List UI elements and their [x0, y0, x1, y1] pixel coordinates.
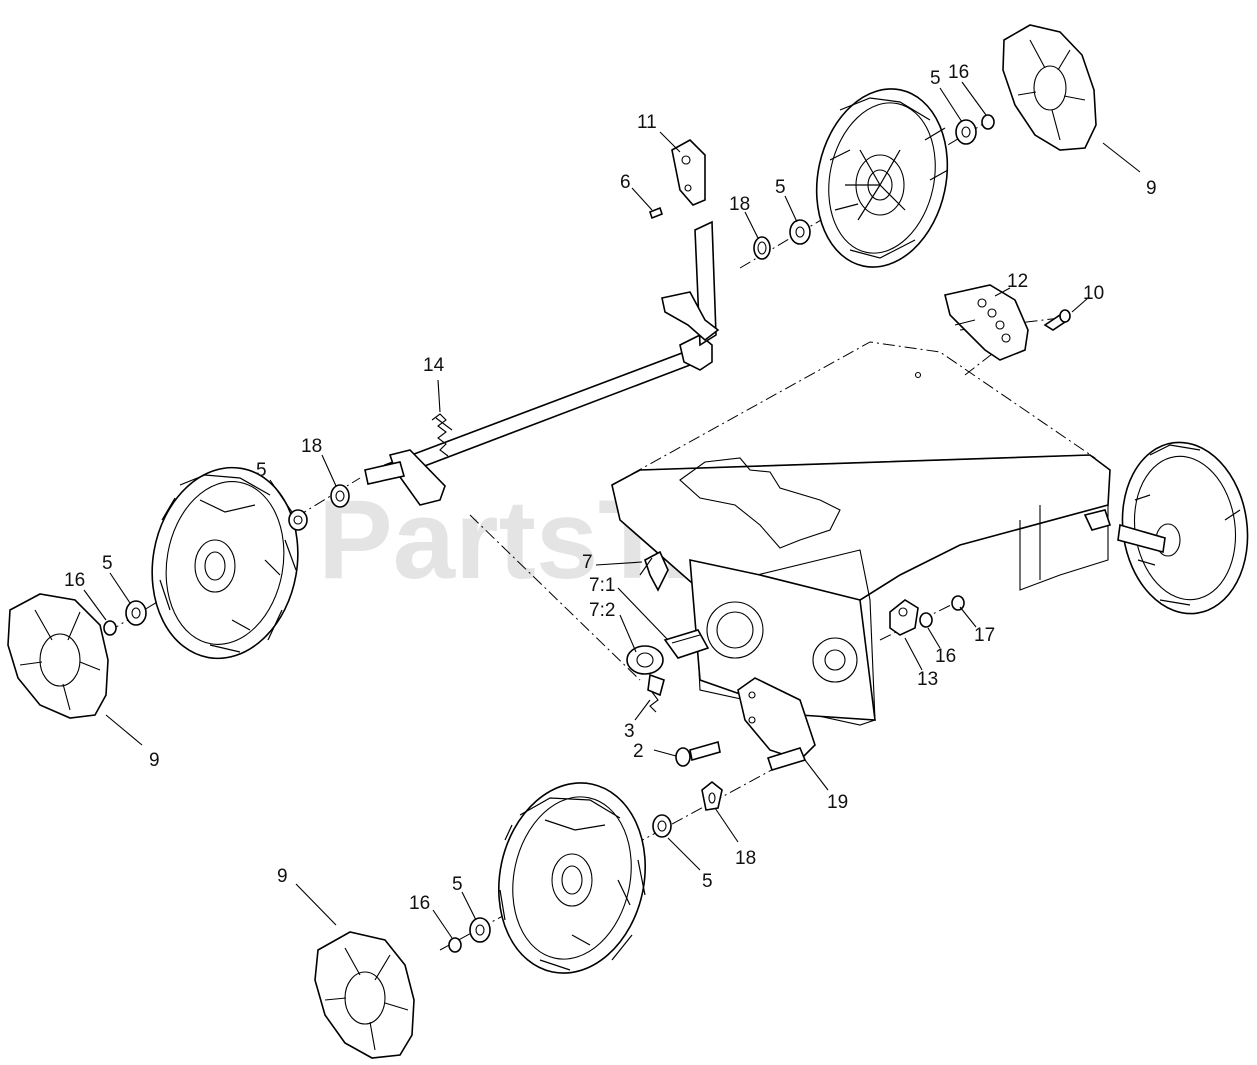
lever-part-7 [639, 550, 669, 592]
callout-5: 5 [775, 177, 786, 198]
washer-part-5-rear-right-inner [789, 219, 811, 245]
callout-5: 5 [102, 553, 113, 574]
washer-part-18-front-left [701, 780, 723, 811]
callout-16: 16 [948, 62, 969, 83]
callout-16: 16 [935, 646, 956, 667]
callout-16: 16 [409, 893, 430, 914]
callout-17: 17 [974, 625, 995, 646]
callout-14: 14 [423, 355, 445, 376]
callout-5: 5 [452, 874, 463, 895]
hubcap-part-9-front-left [314, 931, 415, 1059]
callout-16: 16 [64, 570, 85, 591]
hubcap-part-9-rear-right [1002, 24, 1097, 151]
height-adjust-axle [364, 139, 720, 506]
washer-part-18-rear-right [753, 236, 771, 260]
callout-7-1: 7:1 [589, 575, 615, 596]
latch-part-7-1 [663, 629, 710, 659]
washer-part-18-left [330, 484, 350, 508]
callout-11: 11 [637, 112, 657, 133]
wheel-left-rear [151, 466, 299, 660]
callout-3: 3 [624, 721, 635, 742]
wheel-front-right [1083, 441, 1249, 615]
callout-5: 5 [930, 68, 941, 89]
callout-19: 19 [827, 792, 848, 813]
washer-part-5-front-left-inner [652, 814, 672, 838]
spring-part-14 [431, 413, 453, 457]
spring-part-3 [649, 691, 659, 713]
callout-9: 9 [277, 866, 288, 887]
callout-6: 6 [620, 172, 631, 193]
hubcap-part-9-left [7, 593, 109, 719]
callout-13: 13 [917, 669, 938, 690]
leader-lines [83, 81, 1141, 939]
bolt-part-10 [1043, 309, 1071, 331]
bolt-part-2 [675, 740, 721, 767]
callout-7-2: 7:2 [589, 600, 615, 621]
washer-part-5-left-outer [125, 600, 147, 626]
nut-part-16-bracket [919, 612, 933, 628]
washer-part-5-left-inner [288, 509, 308, 531]
bracket-part-13 [889, 599, 919, 636]
callout-7: 7 [582, 552, 593, 573]
nut-part-16-rear-right [981, 114, 995, 130]
callout-12: 12 [1007, 271, 1028, 292]
wheel-rear-right [815, 88, 949, 268]
callout-5: 5 [256, 460, 267, 481]
callout-18: 18 [301, 436, 322, 457]
mower-deck-housing [611, 341, 1111, 726]
callout-10: 10 [1083, 283, 1104, 304]
washer-part-5-rear-right-outer [955, 119, 977, 145]
callout-5: 5 [702, 871, 713, 892]
cam-part-7-2 [626, 645, 665, 697]
nut-part-16-left [103, 620, 117, 636]
callout-9: 9 [1146, 178, 1157, 199]
callout-2: 2 [633, 741, 644, 762]
callout-labels: 11 6 18 5 5 16 9 12 10 14 18 5 16 5 9 7 … [64, 62, 1157, 914]
callout-18: 18 [735, 848, 756, 869]
height-plate-part-12 [944, 284, 1029, 361]
wheel-front-left [497, 782, 647, 974]
nut-part-17 [951, 595, 965, 611]
screw-part-6 [649, 206, 663, 220]
washer-part-5-front-left-outer [469, 917, 491, 943]
callout-9: 9 [149, 750, 160, 771]
nut-part-16-front-left [448, 937, 462, 953]
callout-18: 18 [729, 194, 750, 215]
